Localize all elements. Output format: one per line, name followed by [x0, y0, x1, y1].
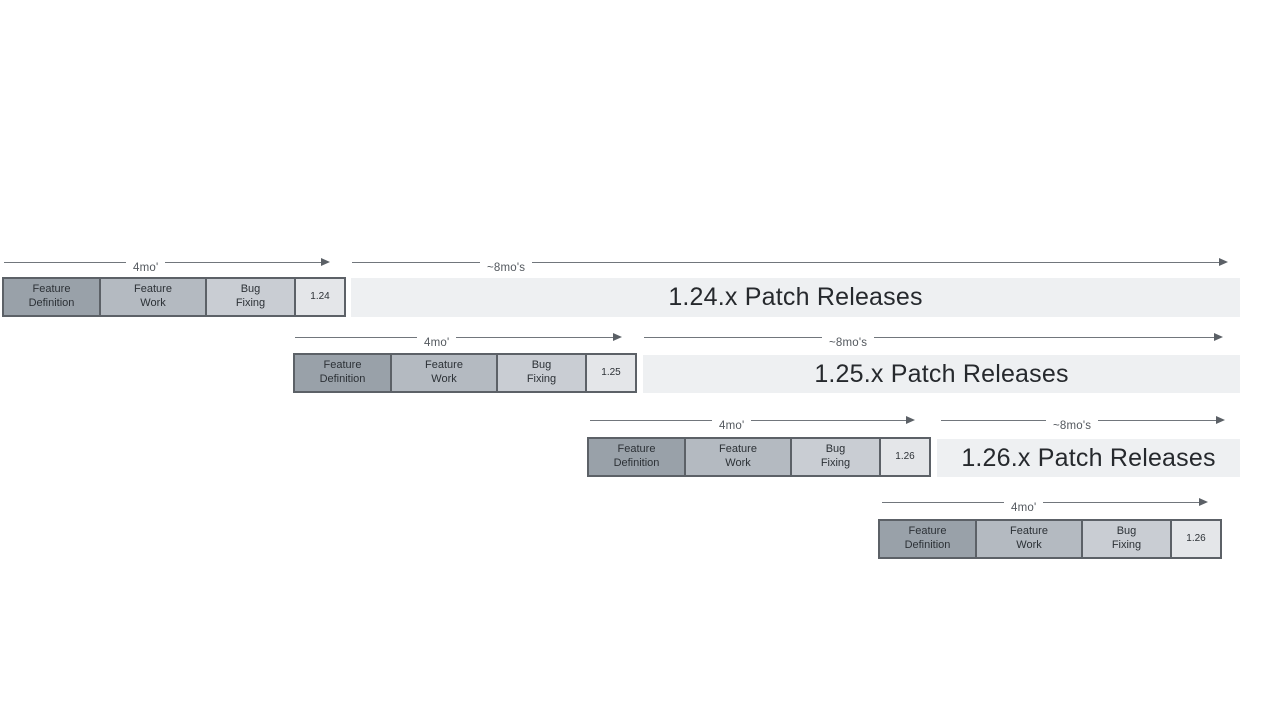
feature-work-box: Feature Work	[390, 353, 498, 393]
four-month-arrow: 4mo'	[882, 495, 1208, 514]
phase-strip: Feature Definition Feature Work Bug Fixi…	[293, 353, 637, 393]
feature-work-box: Feature Work	[684, 437, 792, 477]
arrow-head-icon	[1216, 416, 1225, 424]
arrow-line	[165, 261, 322, 263]
phase-label-line: Bug	[825, 443, 846, 456]
four-month-label: 4mo'	[1011, 502, 1037, 514]
arrow-line	[532, 261, 1220, 263]
eight-month-label: ~8mo's	[487, 262, 526, 274]
arrow-head-icon	[613, 333, 622, 341]
phase-label-line: Definition	[319, 373, 366, 385]
bug-fixing-box: Bug Fixing	[205, 277, 296, 317]
patch-releases-label: 1.25.x Patch Releases	[814, 359, 1069, 388]
arrow-line	[941, 419, 1046, 421]
four-month-label: 4mo'	[719, 420, 745, 432]
arrow-line	[456, 336, 614, 338]
feature-definition-box: Feature Definition	[878, 519, 977, 559]
patch-releases-bar: 1.25.x Patch Releases	[643, 355, 1240, 393]
feature-work-box: Feature Work	[99, 277, 207, 317]
arrow-head-icon	[906, 416, 915, 424]
eight-month-arrow: ~8mo's	[644, 330, 1223, 349]
phase-label-line: Feature	[323, 359, 362, 372]
four-month-arrow: 4mo'	[4, 255, 330, 274]
phase-strip: Feature Definition Feature Work Bug Fixi…	[2, 277, 346, 317]
arrow-line	[644, 336, 822, 338]
phase-label-line: Bug	[531, 359, 552, 372]
patch-releases-bar: 1.24.x Patch Releases	[351, 278, 1240, 317]
phase-label-line: Feature	[1010, 525, 1048, 538]
phase-label-line: Definition	[904, 539, 951, 551]
feature-definition-box: Feature Definition	[293, 353, 392, 393]
version-label: 1.26	[895, 450, 915, 462]
eight-month-arrow: ~8mo's	[352, 255, 1228, 274]
feature-work-box: Feature Work	[975, 519, 1083, 559]
phase-label-line: Fixing	[820, 457, 851, 469]
phase-label-line: Feature	[32, 283, 71, 296]
four-month-label: 4mo'	[133, 262, 159, 274]
phase-label-line: Fixing	[526, 373, 557, 385]
phase-label-line: Work	[1016, 539, 1042, 551]
bug-fixing-box: Bug Fixing	[1081, 519, 1172, 559]
arrow-line	[1098, 419, 1217, 421]
arrow-line	[590, 419, 712, 421]
patch-releases-bar: 1.26.x Patch Releases	[937, 439, 1240, 477]
version-label: 1.26	[1186, 532, 1206, 544]
eight-month-label: ~8mo's	[1053, 420, 1092, 432]
version-box: 1.24	[294, 277, 346, 317]
version-box: 1.25	[585, 353, 637, 393]
arrow-line	[751, 419, 907, 421]
arrow-line	[4, 261, 126, 263]
version-box: 1.26	[1170, 519, 1222, 559]
phase-label-line: Bug	[240, 283, 261, 296]
feature-definition-box: Feature Definition	[587, 437, 686, 477]
phase-label-line: Fixing	[235, 297, 266, 309]
version-box: 1.26	[879, 437, 931, 477]
bug-fixing-box: Bug Fixing	[790, 437, 881, 477]
feature-definition-box: Feature Definition	[2, 277, 101, 317]
phase-label-line: Work	[431, 373, 457, 385]
version-label: 1.25	[601, 366, 621, 378]
phase-label-line: Feature	[425, 359, 463, 372]
patch-releases-label: 1.26.x Patch Releases	[961, 443, 1216, 472]
eight-month-arrow: ~8mo's	[941, 413, 1225, 432]
phase-label-line: Definition	[613, 457, 660, 469]
arrow-head-icon	[1214, 333, 1223, 341]
patch-releases-label: 1.24.x Patch Releases	[668, 283, 923, 311]
phase-label-line: Fixing	[1111, 539, 1142, 551]
arrow-line	[1043, 501, 1200, 503]
arrow-line	[882, 501, 1004, 503]
four-month-arrow: 4mo'	[295, 330, 622, 349]
eight-month-label: ~8mo's	[829, 337, 868, 349]
phase-label-line: Definition	[28, 297, 75, 309]
arrow-head-icon	[1219, 258, 1228, 266]
version-label: 1.24	[310, 290, 330, 302]
arrow-line	[352, 261, 480, 263]
phase-label-line: Feature	[908, 525, 947, 538]
phase-strip: Feature Definition Feature Work Bug Fixi…	[878, 519, 1222, 559]
phase-strip: Feature Definition Feature Work Bug Fixi…	[587, 437, 931, 477]
phase-label-line: Work	[140, 297, 166, 309]
phase-label-line: Work	[725, 457, 751, 469]
phase-label-line: Feature	[134, 283, 172, 296]
phase-label-line: Feature	[719, 443, 757, 456]
arrow-head-icon	[1199, 498, 1208, 506]
arrow-head-icon	[321, 258, 330, 266]
four-month-arrow: 4mo'	[590, 413, 915, 432]
four-month-label: 4mo'	[424, 337, 450, 349]
phase-label-line: Bug	[1116, 525, 1137, 538]
phase-label-line: Feature	[617, 443, 656, 456]
bug-fixing-box: Bug Fixing	[496, 353, 587, 393]
arrow-line	[874, 336, 1215, 338]
arrow-line	[295, 336, 417, 338]
